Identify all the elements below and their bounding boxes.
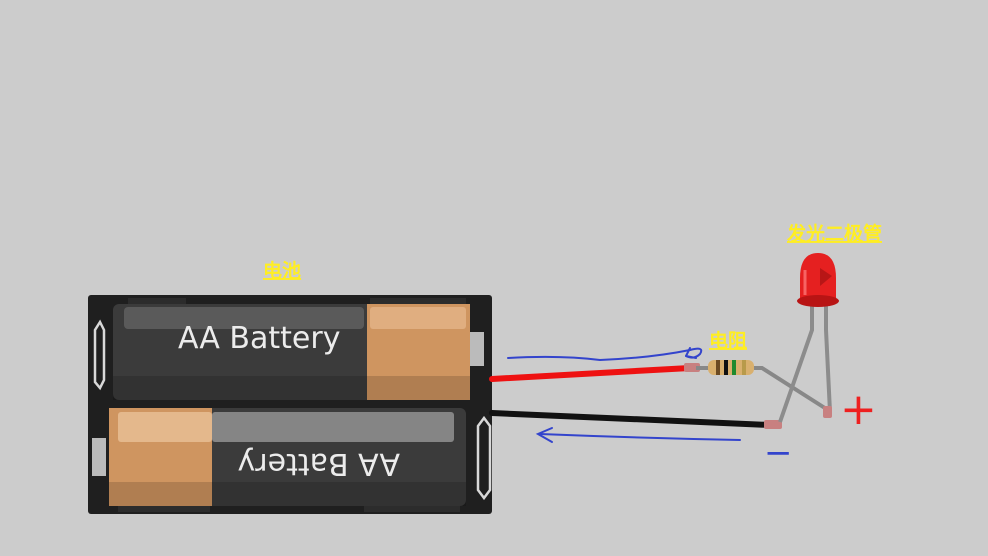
left-spring (93, 319, 106, 391)
negative-wire (489, 410, 773, 428)
led-cathode-leg (778, 305, 814, 423)
led-label: 发光二极管 (786, 222, 882, 245)
battery-bottom: AA Battery (109, 408, 466, 506)
bottom-battery-positive-terminal (92, 438, 106, 476)
resistor-label: 电阻 (709, 329, 747, 352)
battery-label: 电池 (263, 259, 301, 282)
minus-sign: − (764, 433, 793, 473)
right-spring (476, 415, 492, 501)
top-battery-positive-terminal (470, 332, 484, 366)
battery-top: AA Battery (113, 304, 470, 400)
led-icon (778, 253, 839, 423)
battery-top-label: AA Battery (178, 321, 340, 356)
led-anode-leg (824, 305, 832, 413)
plus-sign: + (840, 384, 877, 435)
current-arrow-icon (507, 347, 741, 443)
battery-bottom-label: AA Battery (238, 446, 400, 481)
resistor-icon (696, 360, 830, 412)
positive-wire (489, 365, 693, 382)
